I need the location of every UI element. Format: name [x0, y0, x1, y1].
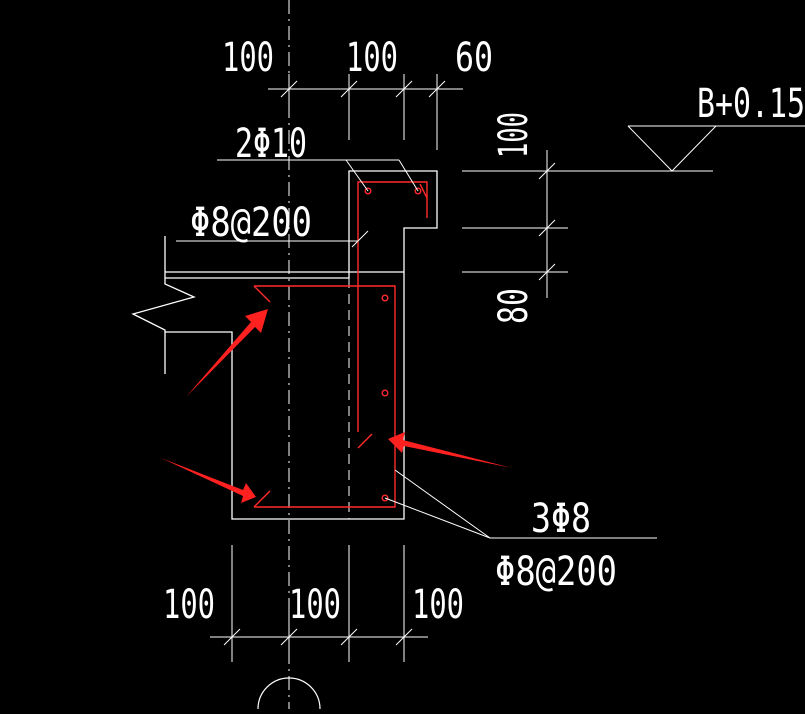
- dimension-texts-right: 100 80: [491, 112, 537, 324]
- rebar-group: [253, 181, 428, 508]
- top-bars-label: 2Φ10: [235, 121, 307, 167]
- elevation-label: B+0.15: [697, 81, 805, 127]
- dim-right-1: 100: [491, 112, 537, 158]
- rebar-labels: 2Φ10 Φ8@200 3Φ8 Φ8@200: [190, 121, 617, 595]
- annotation-arrows: [161, 309, 512, 503]
- side-stirrup-label: Φ8@200: [495, 549, 617, 595]
- dim-top-1: 100: [222, 35, 274, 81]
- arrow-right: [388, 432, 512, 468]
- dim-top-3: 60: [455, 35, 493, 81]
- dim-top-2: 100: [346, 35, 398, 81]
- side-bars-label: 3Φ8: [531, 496, 591, 542]
- dim-bottom-3: 100: [412, 582, 464, 628]
- dim-right-2: 80: [491, 288, 537, 324]
- dimension-texts-bottom: 100 100 100: [163, 582, 464, 628]
- dim-bottom-1: 100: [163, 582, 215, 628]
- concrete-outline: [131, 170, 438, 520]
- axis-bubble: [257, 677, 321, 710]
- dimension-texts-top: 100 100 60: [222, 35, 493, 81]
- dimension-lines: [176, 74, 805, 662]
- top-stirrup-label: Φ8@200: [190, 200, 312, 246]
- arrow-upper-left: [186, 309, 268, 397]
- dim-bottom-2: 100: [289, 582, 341, 628]
- arrow-lower-left: [161, 458, 256, 503]
